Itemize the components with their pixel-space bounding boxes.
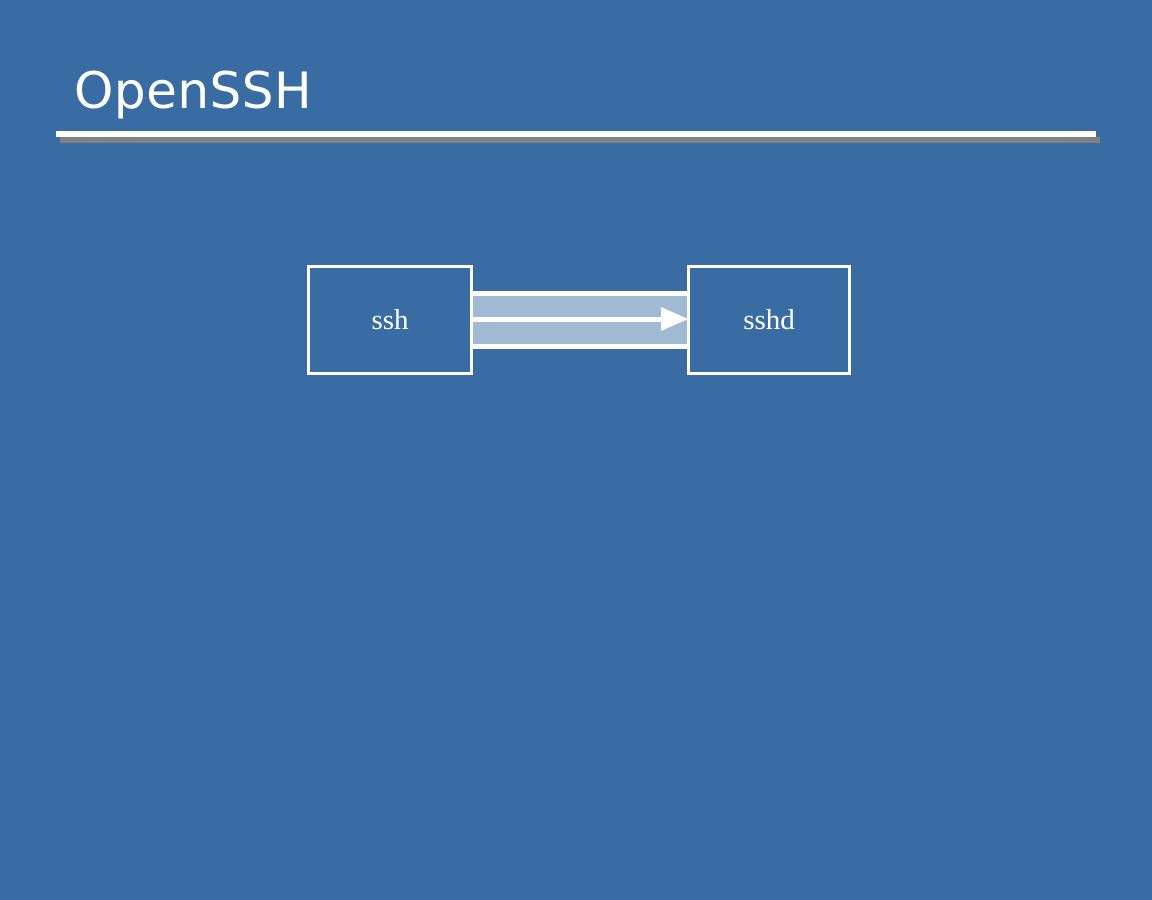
connection-pipe-bottom-edge	[470, 344, 690, 349]
page-title: OpenSSH	[74, 62, 313, 120]
connection-arrow-shaft	[470, 317, 670, 322]
node-ssh-client-label: ssh	[371, 304, 409, 336]
title-divider	[56, 131, 1100, 143]
node-sshd-server[interactable]: sshd	[687, 265, 851, 375]
title-divider-line	[56, 131, 1096, 137]
node-sshd-server-label: sshd	[743, 304, 795, 336]
connection-pipe-top-edge	[470, 291, 690, 296]
title-divider-shadow	[60, 137, 1100, 143]
connection-pipe	[470, 291, 690, 349]
node-ssh-client[interactable]: ssh	[307, 265, 473, 375]
arrow-right-icon	[661, 307, 688, 331]
